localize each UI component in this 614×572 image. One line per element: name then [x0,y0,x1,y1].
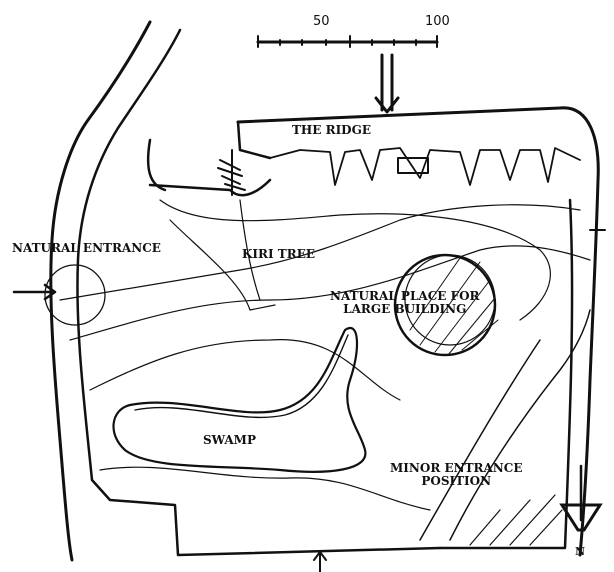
label-minor-entrance-line2: POSITION [421,474,492,488]
scale-bar [256,35,439,48]
north-arrow-icon [559,464,603,532]
label-swamp: SWAMP [203,433,256,447]
site-boundary [49,20,600,562]
contour-lines [59,199,591,541]
label-the-ridge: THE RIDGE [292,123,371,137]
scale-label-50: 50 [313,14,330,29]
natural-entrance-circle [44,264,106,326]
label-minor-entrance: MINOR ENTRANCE POSITION [390,462,522,488]
label-large-building-line2: LARGE BUILDING [343,302,467,316]
north-label: N [575,545,586,558]
scale-label-100: 100 [425,14,450,29]
label-minor-entrance-line1: MINOR ENTRANCE [390,461,523,475]
label-natural-entrance: NATURAL ENTRANCE [12,241,161,255]
ridge-line [269,147,581,186]
minor-entrance-hatch [469,494,563,546]
label-large-building: NATURAL PLACE FOR LARGE BUILDING [330,290,480,316]
tree-symbol [217,149,246,196]
swamp-outline [112,327,367,473]
entrance-arrows [12,53,606,572]
label-kiri-tree: KIRI TREE [242,247,316,261]
label-large-building-line1: NATURAL PLACE FOR [330,289,480,303]
large-building-circle [393,253,499,357]
